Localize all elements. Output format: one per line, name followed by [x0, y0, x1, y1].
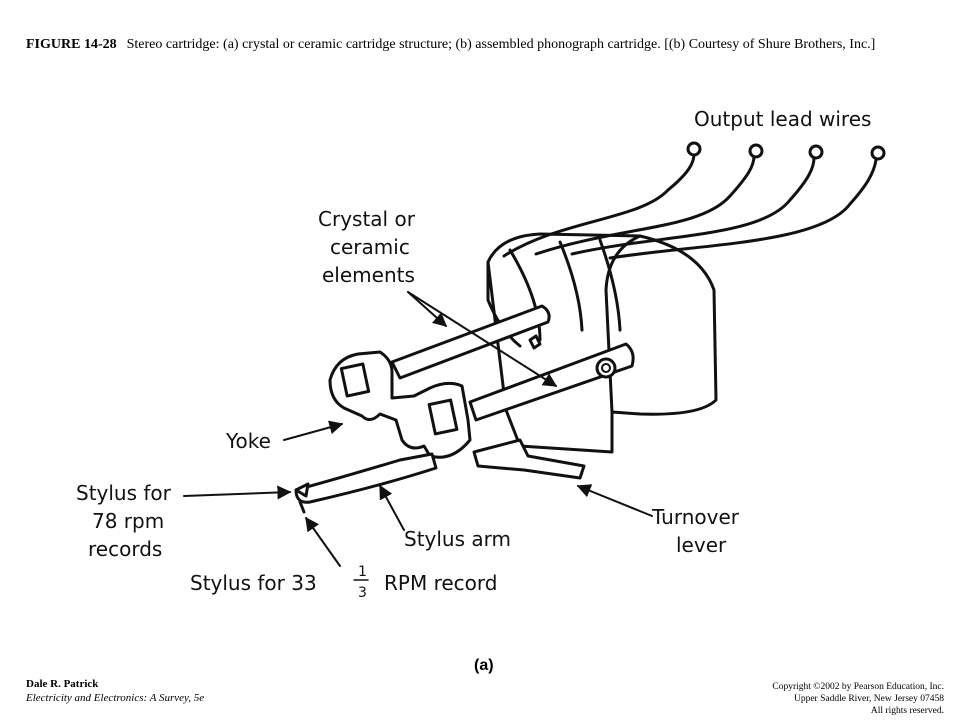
figure-number: FIGURE 14-28: [26, 37, 117, 52]
label-stylus78-line2: 78 rpm: [92, 509, 164, 533]
label-stylus78-line1: Stylus for: [76, 481, 172, 505]
arrow-turnover: [576, 484, 653, 517]
label-turnover-line1: Turnover: [651, 505, 740, 529]
label-stylus-arm: Stylus arm: [404, 527, 511, 551]
output-lead-wires: [502, 141, 886, 260]
lead-terminal-2: [748, 143, 764, 159]
label-stylus33-den: 3: [358, 585, 367, 601]
label-stylus33-suffix: RPM record: [384, 571, 497, 595]
footer-rights: All rights reserved.: [870, 706, 944, 716]
footer-author-block: Dale R. Patrick Electricity and Electron…: [26, 677, 204, 705]
arrow-crystal-1: [407, 291, 448, 327]
footer-copyright-block: Copyright ©2002 by Pearson Education, In…: [644, 681, 944, 717]
turnover-lever: [472, 438, 586, 480]
label-crystal-line2: ceramic: [330, 235, 410, 259]
stylus-arm: [294, 452, 438, 514]
figure-caption-text: Stereo cartridge: (a) crystal or ceramic…: [126, 37, 876, 52]
arrow-crystal-2: [407, 291, 558, 387]
footer-author: Dale R. Patrick: [26, 678, 99, 690]
label-turnover-line2: lever: [676, 533, 727, 557]
cartridge-body: [486, 232, 718, 454]
label-yoke: Yoke: [225, 429, 271, 453]
label-stylus33-prefix: Stylus for 33: [190, 571, 317, 595]
lead-terminal-4: [870, 145, 886, 161]
label-stylus33: Stylus for 33 1 3 RPM record: [190, 564, 497, 601]
arrow-stylus78: [183, 485, 292, 500]
arrow-stylus-arm: [379, 484, 405, 531]
figure-caption: FIGURE 14-28 Stereo cartridge: (a) crysta…: [26, 34, 936, 55]
label-crystal-line3: elements: [322, 263, 415, 287]
footer-book-title: Electricity and Electronics: A Survey, 5…: [26, 692, 205, 704]
footer-address: Upper Saddle River, New Jersey 07458: [793, 694, 944, 704]
yoke: [328, 350, 472, 459]
arrow-yoke: [283, 420, 344, 441]
leader-arrows: [183, 291, 653, 567]
sublabel-a: (a): [474, 657, 494, 674]
label-stylus78-line3: records: [88, 537, 162, 561]
footer-copyright: Copyright ©2002 by Pearson Education, In…: [772, 682, 944, 692]
lead-terminal-3: [808, 144, 824, 160]
label-crystal-line1: Crystal or: [318, 207, 416, 231]
label-stylus33-num: 1: [358, 564, 367, 580]
arrow-stylus33: [305, 516, 341, 567]
lead-terminal-1: [686, 141, 702, 157]
label-output-lead-wires: Output lead wires: [694, 107, 871, 131]
